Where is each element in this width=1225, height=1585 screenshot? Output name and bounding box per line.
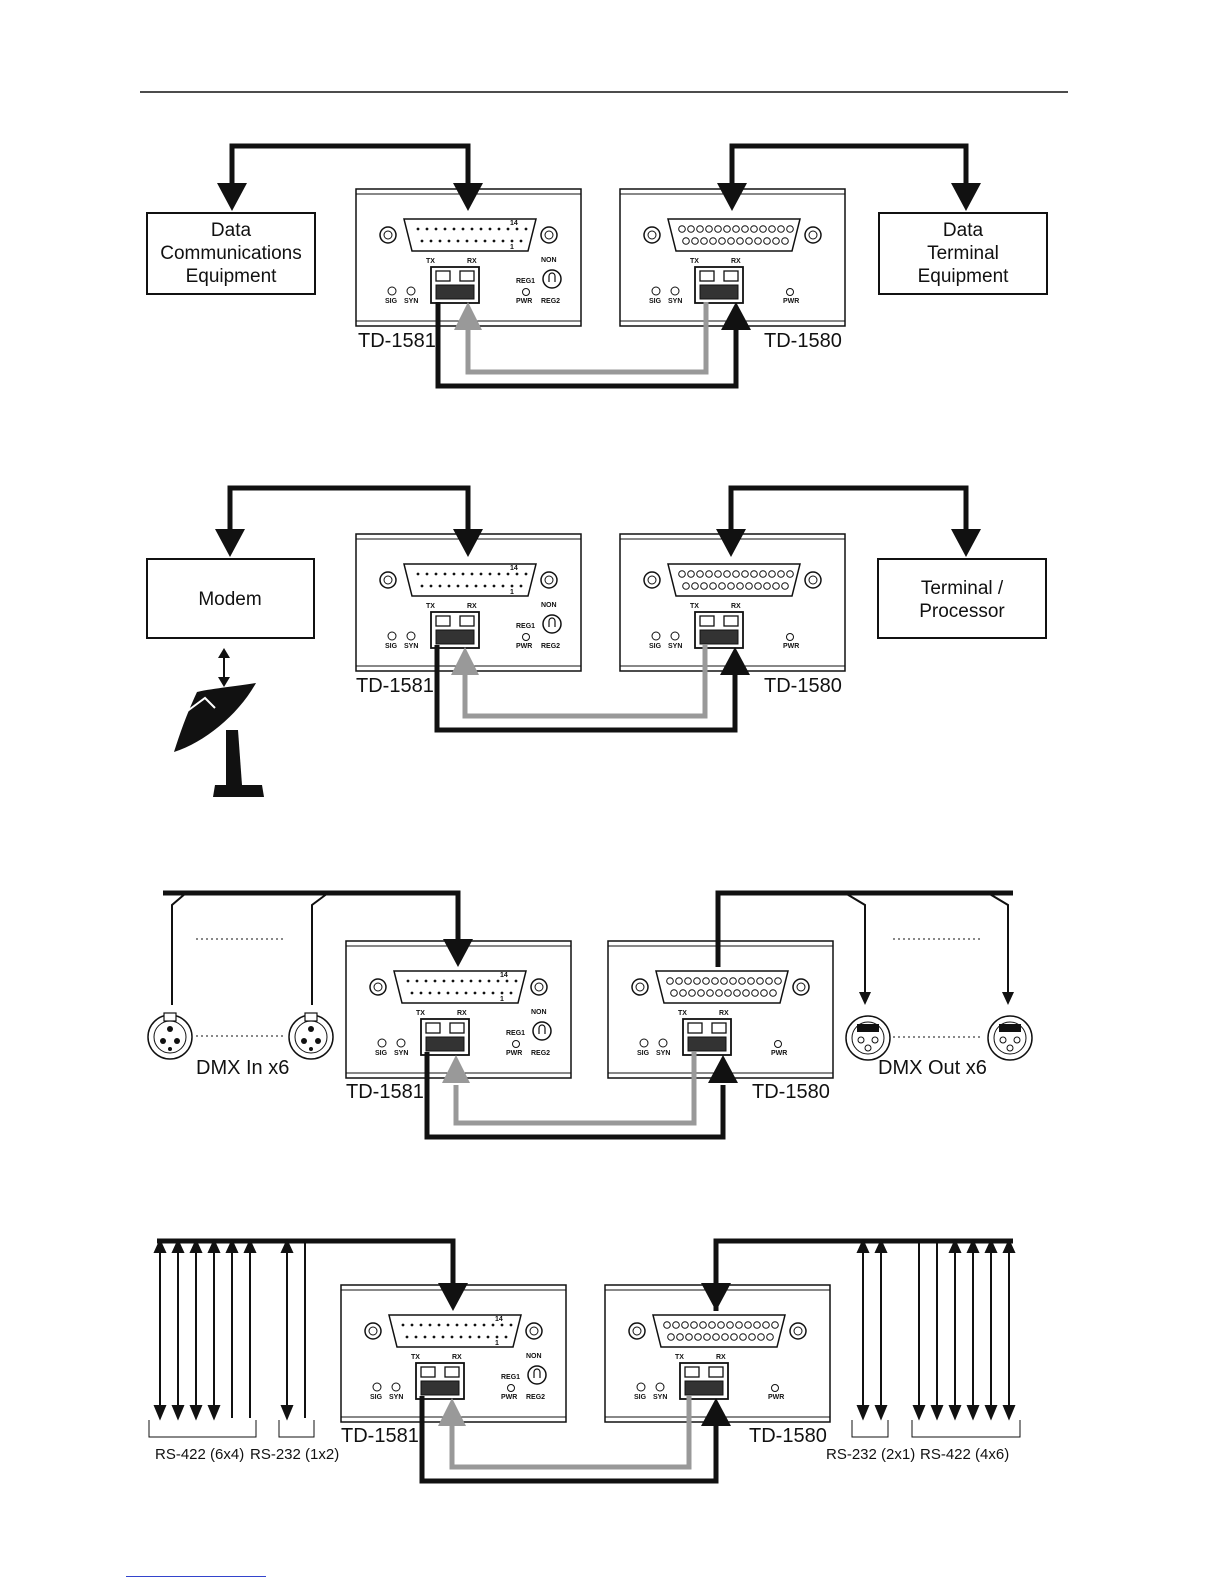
reg2-label: REG2 (541, 643, 560, 650)
sig-label: SIG (370, 1394, 383, 1401)
pwr-label: PWR (506, 1050, 522, 1057)
rx-label: RX (716, 1354, 726, 1361)
terminal-box (877, 558, 1047, 639)
diagram-rs422-rs232: RS-422 (6x4) RS-232 (1x2) RS-232 (2x1) R… (148, 1238, 1021, 1484)
reg1-label: REG1 (501, 1374, 520, 1381)
tx-label: TX (690, 603, 699, 610)
pwr-label: PWR (516, 298, 532, 305)
non-label: NON (531, 1009, 547, 1016)
pwr-label: PWR (516, 643, 532, 650)
pwr-label: PWR (771, 1050, 787, 1057)
rx-label: RX (457, 1010, 467, 1017)
pwr-label: PWR (783, 298, 799, 305)
dte-box-line2: Terminal (927, 243, 999, 264)
non-label: NON (541, 602, 557, 609)
tx-label: TX (416, 1010, 425, 1017)
footer-link-rule (126, 1576, 266, 1577)
pin14-label: 14 (500, 972, 508, 979)
syn-label: SYN (389, 1394, 403, 1401)
syn-label: SYN (656, 1050, 670, 1057)
terminal-line2: Processor (919, 601, 1005, 622)
td1580-label: TD-1580 (764, 330, 842, 352)
rx-label: RX (467, 258, 477, 265)
dte-box (878, 212, 1048, 295)
td1581-label: TD-1581 (358, 330, 436, 352)
pin14-label: 14 (495, 1316, 503, 1323)
rx-label: RX (467, 603, 477, 610)
rx-label: RX (731, 258, 741, 265)
tx-label: TX (411, 1354, 420, 1361)
dmx-out-label: DMX Out x6 (878, 1057, 987, 1079)
satellite-dish-icon (174, 648, 264, 797)
reg2-label: REG2 (526, 1394, 545, 1401)
dce-box-line3: Equipment (186, 266, 278, 287)
pwr-label: PWR (783, 643, 799, 650)
terminal-line1: Terminal / (921, 578, 1004, 599)
reg1-label: REG1 (516, 278, 535, 285)
sig-label: SIG (634, 1394, 647, 1401)
pin14-label: 14 (510, 220, 518, 227)
syn-label: SYN (404, 643, 418, 650)
tx-label: TX (426, 258, 435, 265)
non-label: NON (526, 1353, 542, 1360)
sig-label: SIG (637, 1050, 650, 1057)
pin1-label: 1 (500, 996, 504, 1003)
reg1-label: REG1 (516, 623, 535, 630)
diagram-modem-terminal: Modem Terminal / Processor TD-1581 TD-15… (146, 485, 1047, 797)
dce-box-line2: Communications (160, 243, 302, 264)
td1581-label: TD-1581 (341, 1425, 419, 1447)
rs232-right-label: RS-232 (2x1) (826, 1446, 915, 1463)
td1581-label: TD-1581 (346, 1081, 424, 1103)
tx-label: TX (690, 258, 699, 265)
modem-label: Modem (198, 589, 261, 610)
syn-label: SYN (653, 1394, 667, 1401)
rs422-right-label: RS-422 (4x6) (920, 1446, 1009, 1463)
td1580-label: TD-1580 (764, 675, 842, 697)
tx-label: TX (426, 603, 435, 610)
diagram-dce-dte: Data Communications Equipment Data Termi… (146, 143, 1048, 389)
td1581-label: TD-1581 (356, 675, 434, 697)
modem-box (146, 558, 315, 639)
pwr-label: PWR (501, 1394, 517, 1401)
rx-label: RX (731, 603, 741, 610)
dce-box-line1: Data (211, 220, 252, 241)
sig-label: SIG (649, 298, 662, 305)
td1580-label: TD-1580 (752, 1081, 830, 1103)
syn-label: SYN (668, 643, 682, 650)
pin1-label: 1 (510, 244, 514, 251)
dmx-in-label: DMX In x6 (196, 1057, 289, 1079)
pin1-label: 1 (495, 1340, 499, 1347)
pwr-label: PWR (768, 1394, 784, 1401)
sig-label: SIG (385, 298, 398, 305)
sig-label: SIG (375, 1050, 388, 1057)
rx-label: RX (452, 1354, 462, 1361)
reg1-label: REG1 (506, 1030, 525, 1037)
reg2-label: REG2 (541, 298, 560, 305)
non-label: NON (541, 257, 557, 264)
sig-label: SIG (385, 643, 398, 650)
rs232-left-label: RS-232 (1x2) (250, 1446, 339, 1463)
rs422-left-label: RS-422 (6x4) (155, 1446, 244, 1463)
sig-label: SIG (649, 643, 662, 650)
tx-label: TX (678, 1010, 687, 1017)
tx-label: TX (675, 1354, 684, 1361)
pin1-label: 1 (510, 589, 514, 596)
dte-box-line3: Equipment (918, 266, 1010, 287)
rx-label: RX (719, 1010, 729, 1017)
pin14-label: 14 (510, 565, 518, 572)
td1580-label: TD-1580 (749, 1425, 827, 1447)
dce-box (146, 212, 316, 295)
syn-label: SYN (668, 298, 682, 305)
reg2-label: REG2 (531, 1050, 550, 1057)
dte-box-line1: Data (943, 220, 984, 241)
syn-label: SYN (404, 298, 418, 305)
syn-label: SYN (394, 1050, 408, 1057)
diagram-dmx: DMX In x6 DMX Out x6 TD-1581 TD-1580 (147, 890, 1033, 1140)
